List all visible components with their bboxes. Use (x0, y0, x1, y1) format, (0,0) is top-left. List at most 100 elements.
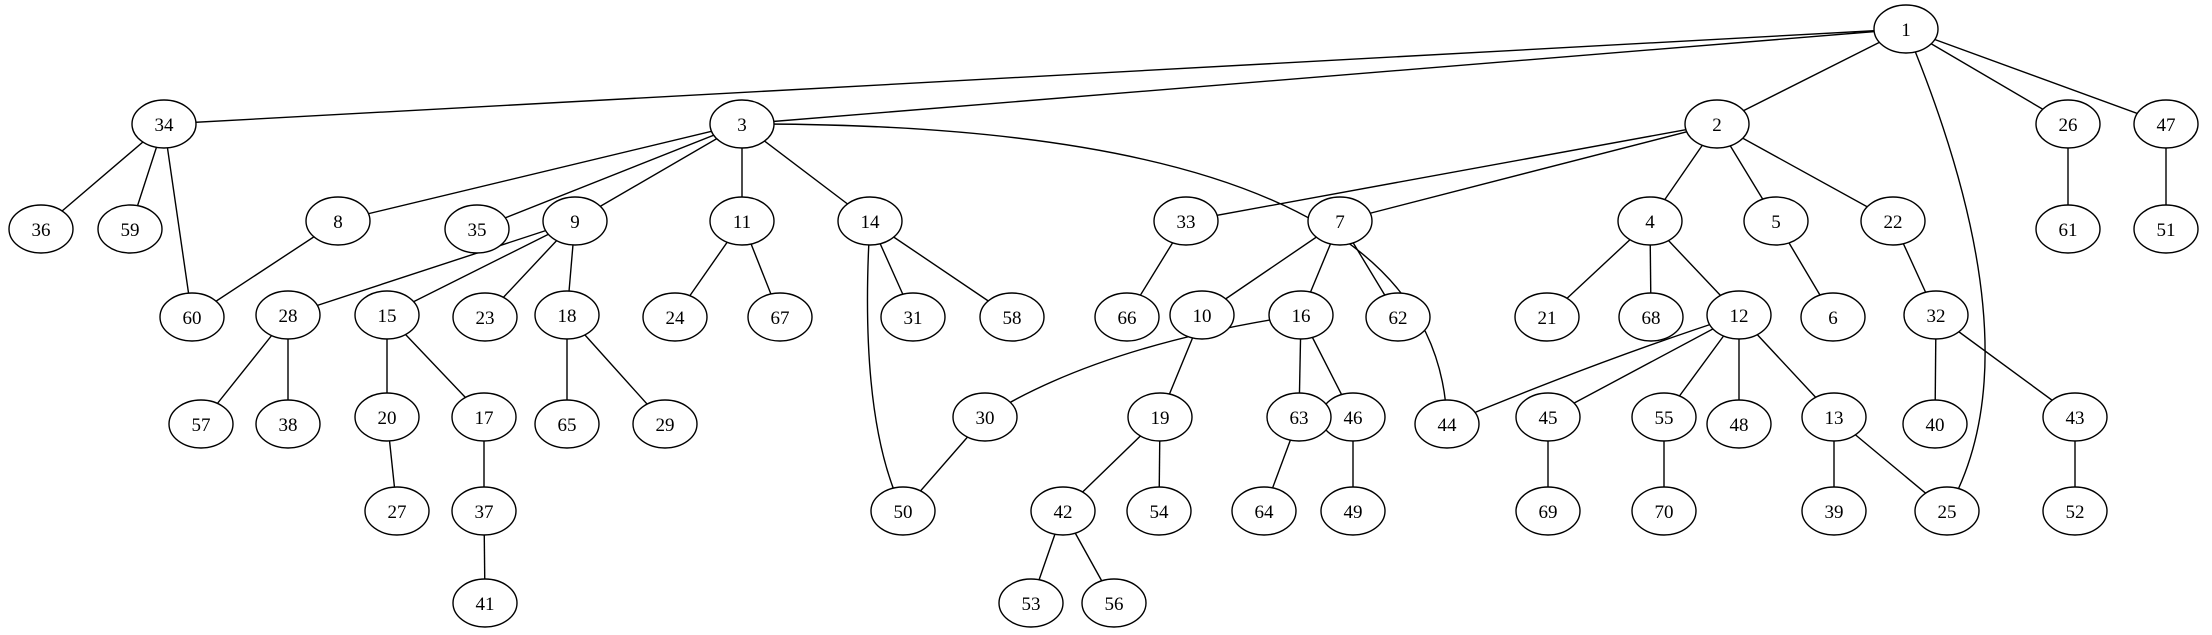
node-label: 11 (733, 212, 751, 233)
node-label: 49 (1344, 502, 1363, 523)
node-ellipse (1514, 292, 1580, 342)
node-37: 37 (451, 486, 517, 536)
node-34: 34 (131, 99, 197, 149)
node-ellipse (452, 292, 518, 342)
edge-34-60 (163, 123, 193, 318)
node-ellipse (451, 392, 517, 442)
node-label: 67 (771, 308, 790, 329)
node-ellipse (452, 578, 518, 628)
node-label: 64 (1255, 502, 1275, 523)
node-17: 17 (451, 392, 517, 442)
node-label: 10 (1193, 306, 1212, 327)
edge-12-44 (1446, 314, 1740, 425)
node-26: 26 (2035, 99, 2101, 149)
node-ellipse (979, 292, 1045, 342)
node-ellipse (444, 204, 510, 254)
node-6: 6 (1800, 292, 1866, 342)
node-36: 36 (8, 204, 74, 254)
node-label: 40 (1926, 415, 1945, 436)
node-56: 56 (1081, 578, 1147, 628)
node-70: 70 (1631, 486, 1697, 536)
node-60: 60 (159, 292, 225, 342)
node-28: 28 (255, 290, 321, 340)
node-ellipse (1914, 486, 1980, 536)
node-ellipse (1903, 290, 1969, 340)
node-35: 35 (444, 204, 510, 254)
node-label: 51 (2157, 220, 2176, 241)
node-label: 60 (183, 308, 202, 329)
node-ellipse (2042, 486, 2108, 536)
node-45: 45 (1515, 392, 1581, 442)
node-1: 1 (1873, 4, 1939, 54)
node-61: 61 (2035, 204, 2101, 254)
node-ellipse (1743, 196, 1809, 246)
node-51: 51 (2133, 204, 2199, 254)
edge-1-3 (741, 28, 1907, 125)
node-63: 63 (1266, 392, 1332, 442)
node-label: 29 (656, 415, 675, 436)
node-label: 25 (1938, 502, 1957, 523)
node-label: 50 (894, 502, 913, 523)
node-label: 13 (1825, 408, 1844, 429)
node-ellipse (1127, 392, 1193, 442)
node-27: 27 (364, 486, 430, 536)
node-label: 55 (1655, 408, 1674, 429)
node-label: 46 (1344, 408, 1363, 429)
node-48: 48 (1706, 399, 1772, 449)
node-59: 59 (97, 204, 163, 254)
edge-2-7 (1339, 123, 1718, 222)
node-label: 41 (476, 594, 495, 615)
node-label: 65 (558, 415, 577, 436)
node-label: 70 (1655, 502, 1674, 523)
node-ellipse (354, 290, 420, 340)
node-ellipse (1617, 196, 1683, 246)
node-ellipse (542, 196, 608, 246)
edge-9-28 (287, 220, 576, 316)
node-label: 48 (1730, 415, 1749, 436)
node-label: 62 (1389, 308, 1408, 329)
node-label: 56 (1105, 594, 1124, 615)
node-4: 4 (1617, 196, 1683, 246)
node-ellipse (1231, 486, 1297, 536)
node-label: 16 (1292, 306, 1311, 327)
node-ellipse (364, 486, 430, 536)
node-62: 62 (1365, 292, 1431, 342)
node-label: 47 (2157, 115, 2176, 136)
node-label: 26 (2059, 115, 2078, 136)
edge-1-26 (1905, 28, 2069, 125)
node-label: 24 (666, 308, 686, 329)
node-ellipse (1801, 486, 1867, 536)
node-ellipse (642, 292, 708, 342)
node-label: 44 (1438, 415, 1458, 436)
node-69: 69 (1515, 486, 1581, 536)
node-64: 64 (1231, 486, 1297, 536)
node-ellipse (837, 196, 903, 246)
node-ellipse (131, 99, 197, 149)
node-41: 41 (452, 578, 518, 628)
node-label: 17 (475, 408, 494, 429)
node-58: 58 (979, 292, 1045, 342)
node-ellipse (1266, 392, 1332, 442)
node-7: 7 (1307, 196, 1373, 246)
node-18: 18 (534, 290, 600, 340)
node-label: 22 (1884, 212, 1903, 233)
node-label: 15 (378, 306, 397, 327)
node-ellipse (870, 486, 936, 536)
node-24: 24 (642, 292, 708, 342)
node-ellipse (1515, 486, 1581, 536)
edge-2-33 (1185, 123, 1718, 222)
node-5: 5 (1743, 196, 1809, 246)
node-25: 25 (1914, 486, 1980, 536)
node-label: 43 (2066, 408, 2085, 429)
node-label: 66 (1118, 308, 1137, 329)
node-label: 5 (1771, 212, 1781, 233)
node-16: 16 (1268, 290, 1334, 340)
node-ellipse (97, 204, 163, 254)
node-ellipse (1515, 392, 1581, 442)
node-ellipse (1414, 399, 1480, 449)
node-label: 36 (32, 220, 51, 241)
node-ellipse (1365, 292, 1431, 342)
node-22: 22 (1860, 196, 1926, 246)
node-ellipse (534, 290, 600, 340)
